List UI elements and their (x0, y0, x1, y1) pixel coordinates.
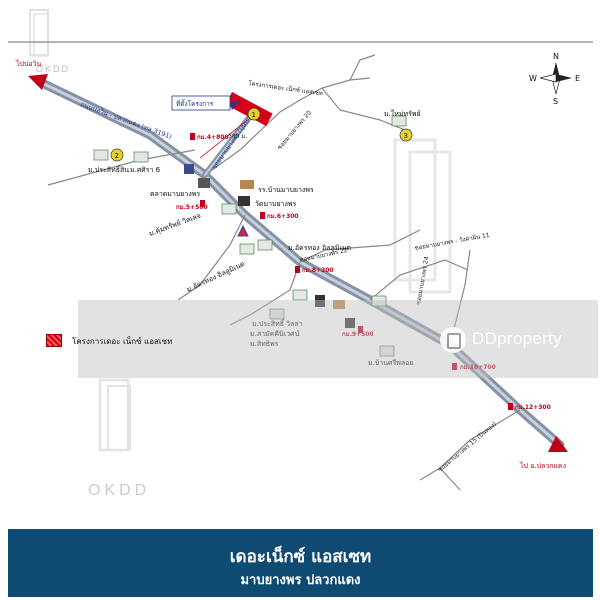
svg-text:1: 1 (252, 111, 256, 119)
svg-text:ที่ตั้งโครงการ: ที่ตั้งโครงการ (176, 99, 214, 108)
gas-station-icon (184, 164, 194, 174)
landmark-wat: วัดมาบยางพร (255, 200, 297, 208)
landmark-kanthong: ม.อัครทอง อิลลูมิเนต (288, 244, 352, 252)
watermark-band (78, 300, 598, 378)
village-icons (93, 115, 407, 357)
building-icon (315, 295, 325, 307)
school-icon (240, 180, 254, 189)
project-distance: 380 ม. (228, 133, 247, 140)
market-icon (198, 178, 210, 188)
landmark-khumsap: ม.คุ้มทรัพย์ วิลเลจ (148, 212, 202, 238)
km-10-700: กม.10+700 (460, 364, 496, 371)
secondary-roads (47, 54, 521, 491)
km-8-200: กม.8+200 (302, 267, 334, 274)
landmark-prasitsirin: ม.ประสิทธิ์สิน (88, 164, 129, 174)
distance-line (199, 117, 251, 159)
landmark-kanthong-2: ม.อัครทอง อิลลูมิเนต (185, 260, 246, 294)
okdd-watermark-text-top: OKDD (36, 64, 70, 74)
svg-text:2: 2 (115, 152, 119, 160)
temple-icon (238, 196, 250, 206)
svg-text:E: E (575, 74, 580, 83)
destination-northwest: ไปบ่อวิน (15, 59, 42, 68)
legend-swatch (46, 334, 62, 347)
km-4-800: กม.4+800 (197, 134, 229, 141)
km-marker-icons (190, 133, 513, 410)
road-label-a: ซอยมาบยางพร 20 (276, 109, 313, 151)
arrow-northwest-icon (28, 74, 48, 90)
project-name-top: โครงการเดอะ เน็กซ์ แอสเซท (248, 78, 324, 97)
landmark-sitthiphon: ม.สิทธิพร (250, 340, 279, 348)
title-banner: เดอะเน็กซ์ แอสเซท มาบยางพร ปลวกแดง (8, 526, 593, 597)
landmark-samakkhi: ม.สามัคคีนิเวศน์ (250, 330, 300, 338)
banner-title: เดอะเน็กซ์ แอสเซท (229, 547, 372, 567)
project-site (225, 92, 273, 126)
marker-3: 3 (399, 128, 413, 142)
fuel-icon (237, 224, 249, 237)
landmark-market: ตลาดมาบยางพร (150, 190, 200, 198)
landmark-ban-sri: ม.บ้านศรีพลอย (368, 359, 413, 367)
okdd-logo-watermark (29, 9, 452, 452)
road-label-d: ซอยมาบยางพร - วังตาผิน 11 (414, 232, 490, 252)
ddproperty-logo-icon (440, 327, 466, 353)
site-pointer-icon (230, 100, 240, 110)
arrow-southeast-icon (548, 436, 568, 452)
school-icon-2 (333, 300, 345, 309)
temple-icon-2 (345, 318, 355, 328)
svg-text:W: W (529, 74, 537, 83)
landmark-bungrai: ม.ใหม่ทรัพย์ (384, 109, 421, 118)
km-6-300: กม.6+300 (267, 213, 299, 220)
compass-icon: N S E W (529, 52, 580, 106)
project-site-label: ที่ตั้งโครงการ (171, 95, 231, 111)
legend-label: โครงการเดอะ เน็กซ์ แอสเซท (72, 337, 173, 346)
km-9-500: กม.9+500 (342, 331, 374, 338)
marker-1: 1 (247, 107, 261, 121)
destination-southeast: ไป อ.ปลวกแดง (519, 461, 566, 470)
road-label-main: ถนนบ่อวิน - ปลวกแดง (ทล.3191) (79, 100, 173, 141)
km-5-500: กม.5+500 (176, 204, 208, 211)
okdd-watermark-text-bottom: OKDD (88, 482, 150, 499)
svg-text:N: N (553, 52, 559, 61)
banner-subtitle: มาบยางพร ปลวกแดง (240, 573, 361, 588)
marker-2: 2 (110, 148, 124, 162)
svg-text:S: S (553, 97, 558, 106)
km-12-300: กม.12+300 (515, 404, 551, 411)
road-label-e: ซอยมาบยางพร 15 (ปิ่นทอง) (436, 420, 498, 474)
ddproperty-watermark: DDproperty (472, 329, 562, 348)
svg-text:3: 3 (404, 132, 408, 140)
poi-icons (184, 164, 355, 328)
landmark-prasitphon: ม.ประสิทธิ์ วิลล่า (252, 318, 303, 328)
landmark-sirira: ม.ศศิรา 6 (130, 166, 161, 174)
landmark-school: รร.บ้านมาบยางพร (258, 186, 314, 194)
